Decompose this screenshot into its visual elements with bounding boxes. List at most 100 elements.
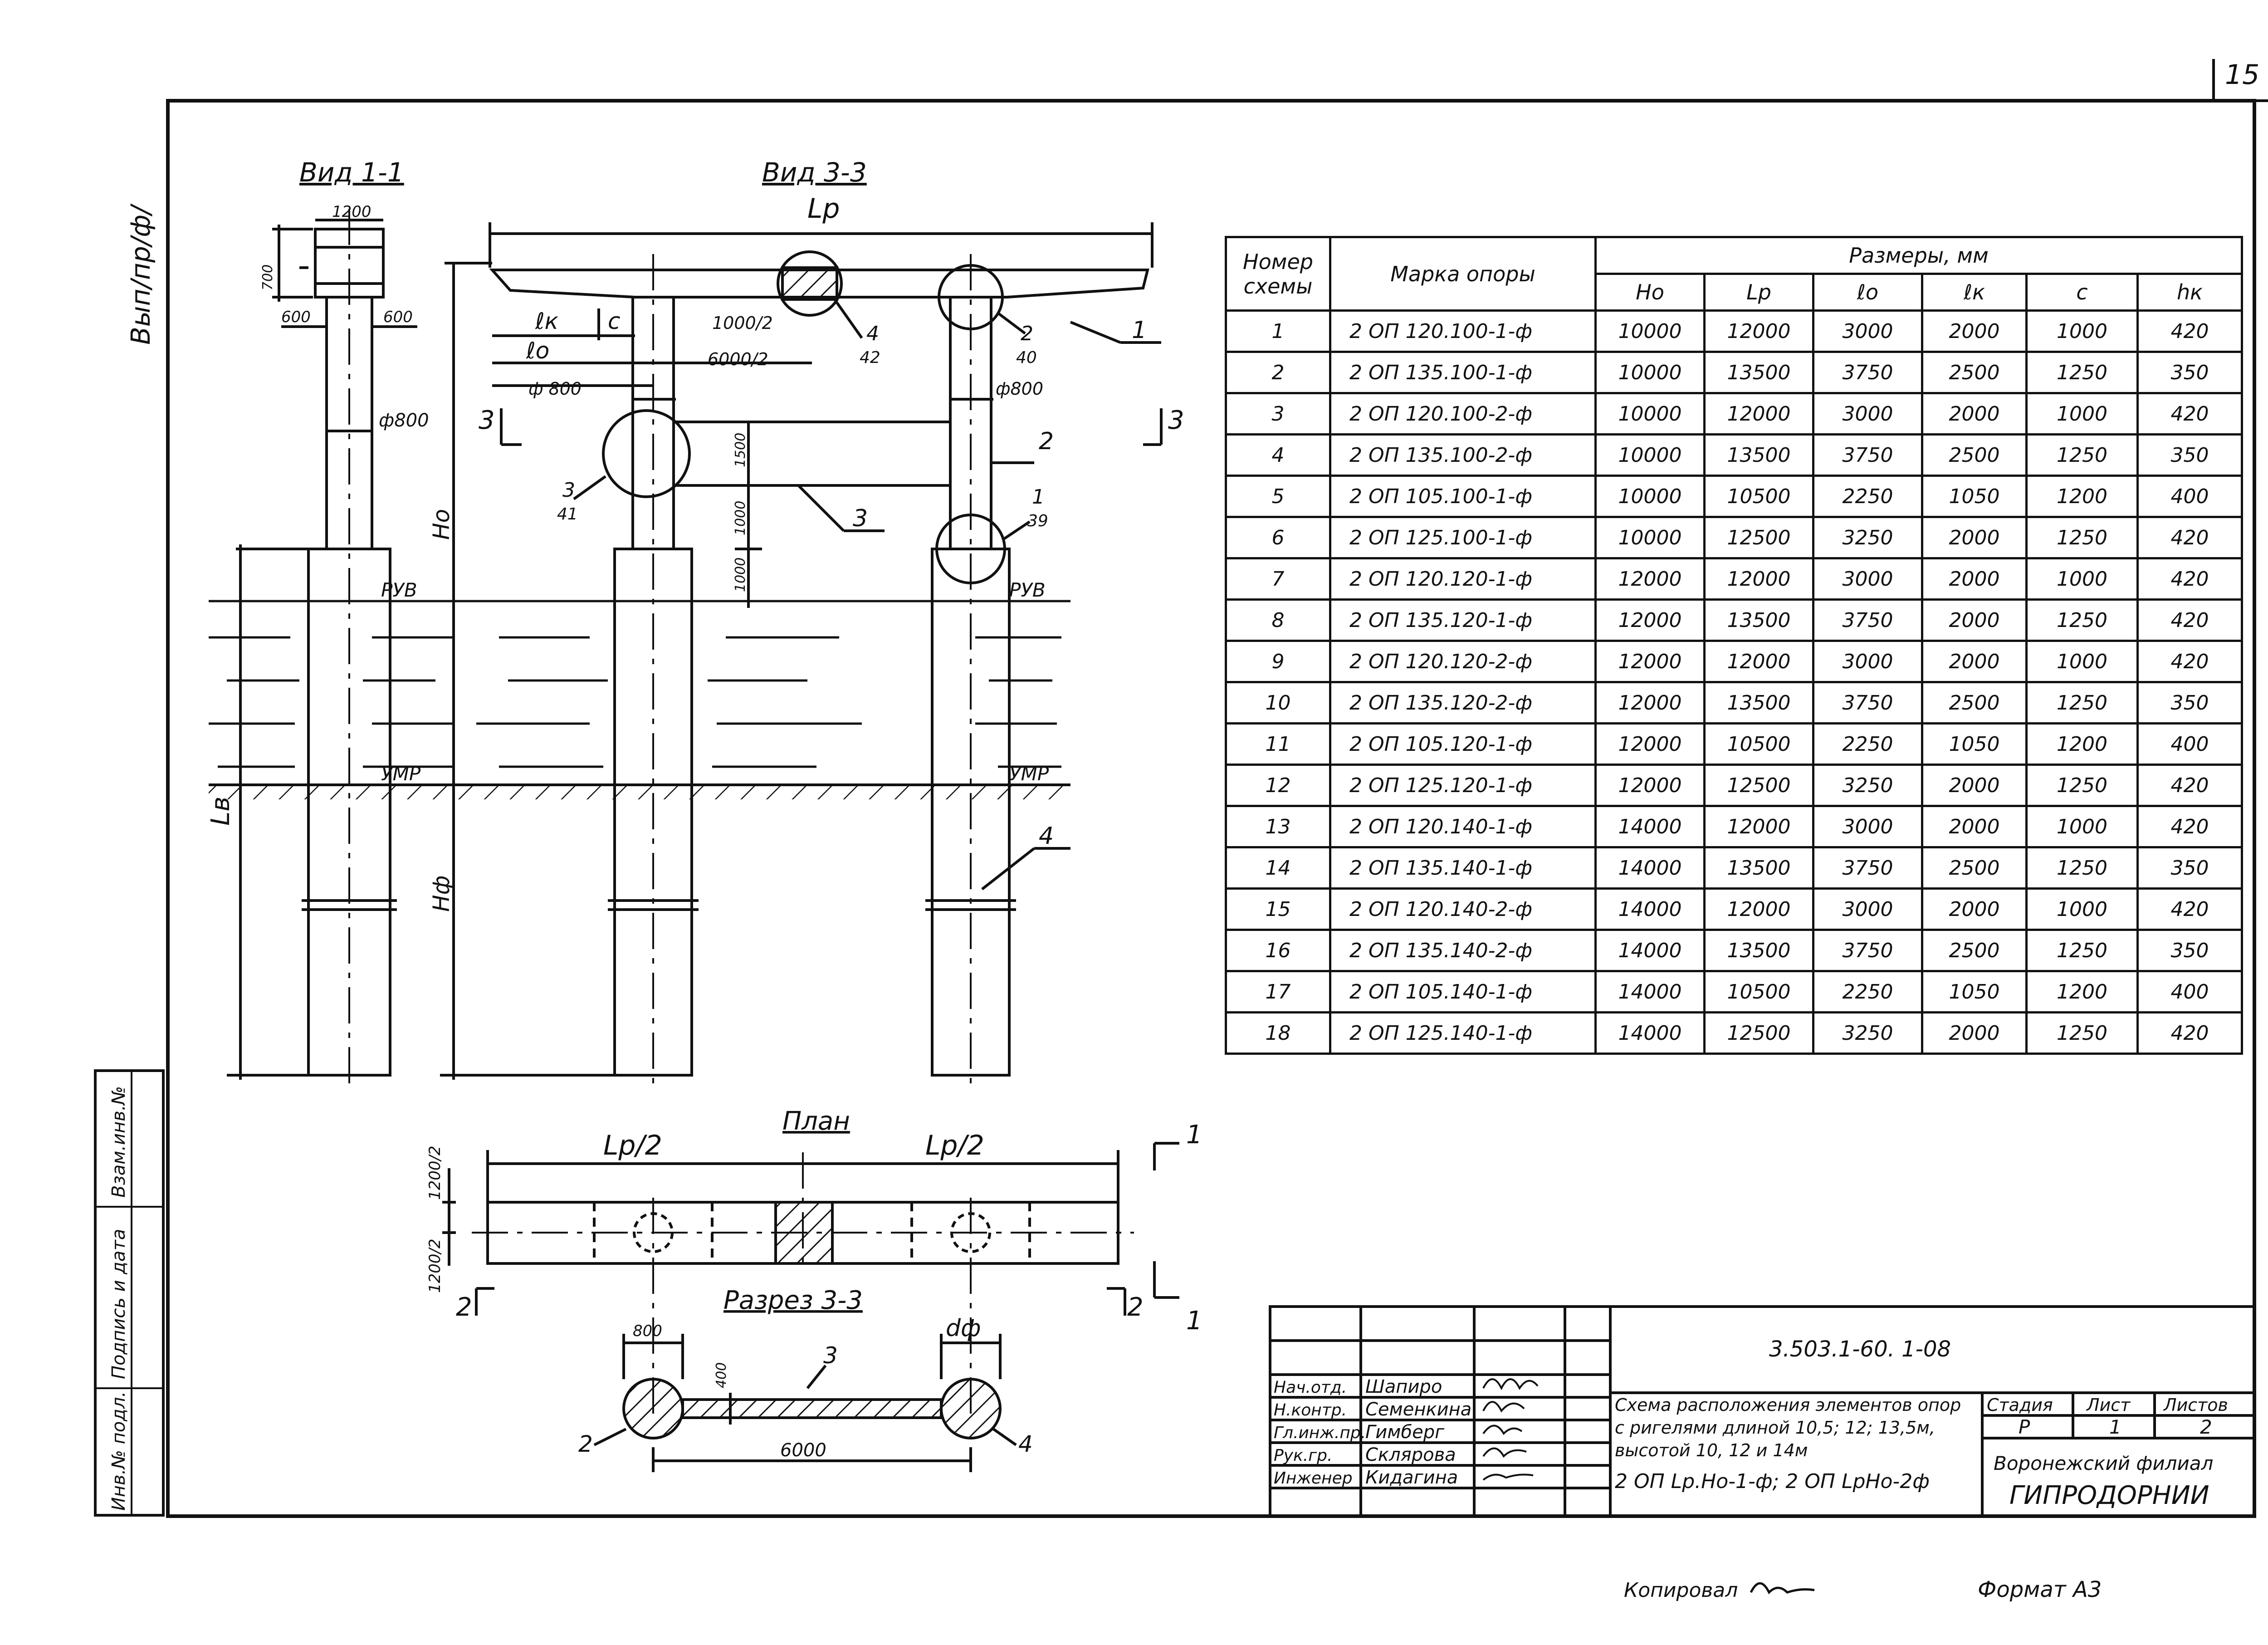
dim-1500: 1500 (733, 433, 748, 467)
dimension-cell: 350 (2136, 846, 2243, 890)
ref-4-sheet: 42 (860, 348, 880, 367)
section-elem-2: 2 (578, 1431, 593, 1457)
dim-600-left: 600 (281, 308, 311, 326)
dimension-cell: 10000 (1594, 392, 1706, 436)
scheme-number-cell: 5 (1225, 475, 1331, 518)
dimension-cell: 1250 (2025, 846, 2139, 890)
scheme-number-cell: 16 (1225, 929, 1331, 972)
col-header-mark: Марка опоры (1329, 236, 1597, 312)
dimension-cell: 3000 (1812, 640, 1923, 683)
dim-ek: ℓк (535, 308, 558, 334)
ref-3-num: 3 (562, 479, 575, 502)
sub-header-cell: Lр (1703, 273, 1814, 312)
format-label: Формат А3 (1978, 1577, 2102, 1602)
sub-header-cell: Hо (1594, 273, 1706, 312)
section-dim-400: 400 (714, 1362, 729, 1388)
dimension-cell: 420 (2136, 887, 2243, 931)
dimension-cell: 2500 (1921, 351, 2028, 394)
support-mark-cell: 2 ОП 120.120-2-ф (1329, 640, 1597, 683)
name-1: Шапиро (1365, 1376, 1442, 1397)
dimension-cell: 10000 (1594, 309, 1706, 353)
dim-c: с (608, 308, 621, 334)
dimension-cell: 350 (2136, 433, 2243, 477)
dim-d800-v11: ф800 (379, 410, 429, 431)
dimension-cell: 2500 (1921, 681, 2028, 725)
support-mark-cell: 2 ОП 125.100-1-ф (1329, 516, 1597, 559)
plan-cut-2-left: 2 (456, 1292, 472, 1322)
dimension-cell: 3000 (1812, 309, 1923, 353)
sheets-label: Листов (2163, 1395, 2228, 1415)
dimension-cell: 12000 (1594, 681, 1706, 725)
scheme-number-cell: 6 (1225, 516, 1331, 559)
support-mark-cell: 2 ОП 105.100-1-ф (1329, 475, 1597, 518)
side-stamp-2: Подпись и дата (108, 1229, 129, 1379)
plan-cut-1-bottom: 1 (1186, 1306, 1202, 1336)
dimension-cell: 1250 (2025, 681, 2139, 725)
plan-title: План (782, 1106, 850, 1136)
dimension-cell: 12000 (1703, 887, 1814, 931)
dim-1000b: 1000 (733, 558, 748, 592)
scheme-number-cell: 14 (1225, 846, 1331, 890)
dimension-cell: 3000 (1812, 557, 1923, 601)
support-mark-cell: 2 ОП 125.120-1-ф (1329, 764, 1597, 807)
scheme-number-cell: 9 (1225, 640, 1331, 683)
dimension-cell: 3250 (1812, 516, 1923, 559)
plan-cut-1-top: 1 (1186, 1120, 1202, 1150)
dimension-cell: 2000 (1921, 764, 2028, 807)
dimension-cell: 1000 (2025, 309, 2139, 353)
section-3-3-drawing (593, 1334, 1017, 1472)
view-1-1-drawing (227, 209, 417, 1084)
dimension-cell: 13500 (1703, 598, 1814, 642)
dimension-cell: 10500 (1703, 970, 1814, 1013)
title-line-1: Схема расположения элементов опор (1615, 1395, 1961, 1415)
dim-ho: Hо (428, 509, 455, 540)
dimension-cell: 420 (2136, 640, 2243, 683)
dim-6000-2: 6000/2 (708, 349, 768, 369)
support-mark-cell: 2 ОП 105.120-1-ф (1329, 722, 1597, 766)
title-block-grid (1269, 1305, 2256, 1518)
dimension-cell: 1250 (2025, 598, 2139, 642)
ref-1-sheet: 39 (1027, 512, 1048, 530)
dimension-cell: 3750 (1812, 846, 1923, 890)
scheme-number-cell: 7 (1225, 557, 1331, 601)
cut-3-right: 3 (1168, 406, 1184, 435)
dimension-cell: 12000 (1594, 722, 1706, 766)
dimension-cell: 14000 (1594, 929, 1706, 972)
support-mark-cell: 2 ОП 120.100-2-ф (1329, 392, 1597, 436)
scheme-number-cell: 10 (1225, 681, 1331, 725)
dimension-cell: 1250 (2025, 764, 2139, 807)
support-mark-cell: 2 ОП 135.140-2-ф (1329, 929, 1597, 972)
dimension-cell: 420 (2136, 516, 2243, 559)
dimension-cell: 1250 (2025, 516, 2139, 559)
dimension-cell: 1000 (2025, 557, 2139, 601)
dimension-cell: 420 (2136, 805, 2243, 848)
stage-label: Стадия (1987, 1395, 2053, 1415)
dimension-cell: 420 (2136, 309, 2243, 353)
dimension-cell: 10000 (1594, 475, 1706, 518)
dimension-cell: 12000 (1703, 309, 1814, 353)
col-header-dims: Размеры, мм (1594, 236, 2243, 275)
copied-signature (1750, 1582, 1815, 1595)
dimension-cell: 2000 (1921, 640, 2028, 683)
dimension-cell: 13500 (1703, 929, 1814, 972)
dimension-cell: 13500 (1703, 351, 1814, 394)
dimension-cell: 1250 (2025, 929, 2139, 972)
org-line-2: ГИПРОДОРНИИ (2009, 1481, 2209, 1510)
scheme-number-cell: 18 (1225, 1011, 1331, 1055)
dim-1200-v11: 1200 (332, 203, 371, 221)
support-mark-cell: 2 ОП 135.100-1-ф (1329, 351, 1597, 394)
dimension-cell: 350 (2136, 929, 2243, 972)
elem-2-label: 2 (1039, 428, 1054, 455)
dimension-cell: 12000 (1594, 598, 1706, 642)
dimension-cell: 13500 (1703, 681, 1814, 725)
section-elem-4: 4 (1018, 1431, 1033, 1457)
dimension-cell: 350 (2136, 681, 2243, 725)
scheme-number-cell: 2 (1225, 351, 1331, 394)
scheme-number-cell: 13 (1225, 805, 1331, 848)
dimension-cell: 14000 (1594, 805, 1706, 848)
plan-drawing (442, 1142, 1179, 1420)
